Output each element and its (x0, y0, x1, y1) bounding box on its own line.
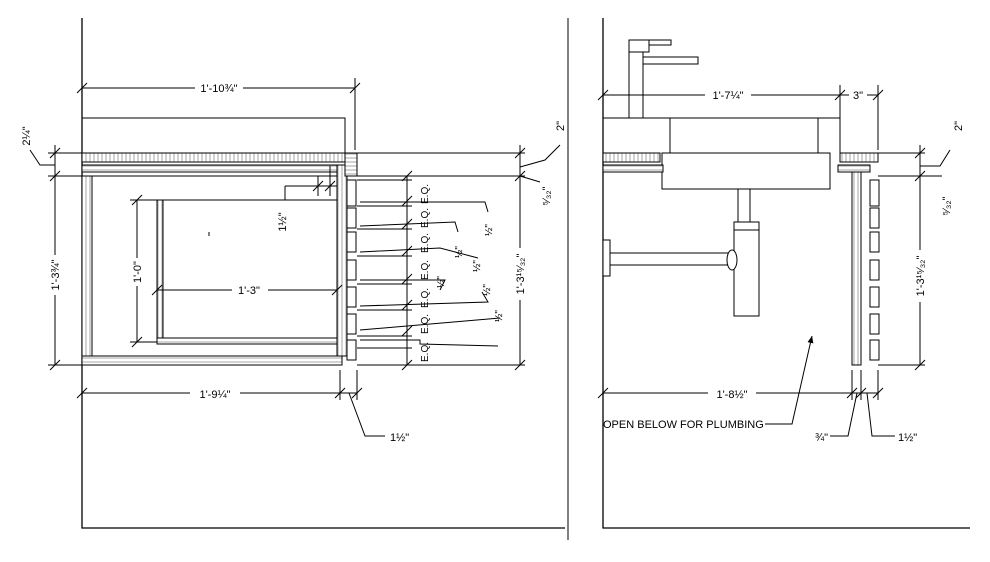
right-frame-line (602, 18, 970, 529)
half-label: ½" (494, 310, 505, 322)
left-view (29, 18, 569, 540)
half-label: ½" (436, 276, 447, 288)
right-view (597, 18, 970, 529)
left-bottom-band (81, 355, 343, 366)
eq-label: E.Q. (420, 260, 431, 280)
left-top-thickness-dim: 2¼" (21, 126, 33, 145)
right-top-right-dim: 3" (853, 90, 863, 102)
right-top-thickness-dim: 2" (953, 121, 965, 131)
left-inner-box (156, 199, 338, 343)
right-top-width-dim: 1'-7¼" (712, 90, 743, 102)
plumbing-note: OPEN BELOW FOR PLUMBING (603, 419, 764, 431)
left-inner-height-dim: 1'-0" (132, 261, 144, 283)
right-one-half-dim: 1½" (898, 432, 917, 444)
left-slat-gap-dim: 1½" (390, 432, 409, 444)
eq-labels: E.Q. E.Q. E.Q. E.Q. E.Q. E.Q. E.Q. (420, 184, 431, 362)
eq-label: E.Q. (420, 342, 431, 362)
left-slats (346, 179, 357, 361)
left-right-height-dim: 1'-3¹⁵⁄₃₂" (515, 254, 527, 295)
faucet (628, 39, 699, 119)
eq-label: E.Q. (420, 184, 431, 204)
right-height-dim: 1'-3¹⁵⁄₃₂" (915, 256, 927, 297)
left-height-dim: 1'-3¾" (50, 259, 62, 290)
sink-drain-trap (602, 188, 760, 317)
half-label: ½" (484, 224, 495, 236)
left-right-small-dim: ⁵⁄₃₂" (541, 186, 553, 205)
sink-top-outline (603, 117, 671, 153)
right-three-quarter-dim: ¾" (815, 432, 828, 444)
right-post (851, 171, 862, 366)
half-label: ½" (454, 246, 465, 258)
half-label: ½" (472, 260, 483, 272)
half-inch-labels: ½" ½" ½" ½" ½" ½" (436, 224, 505, 322)
eq-label: E.Q. (420, 233, 431, 253)
left-top-width-dim: 1'-10¾" (200, 83, 237, 95)
sink-basin (661, 152, 831, 190)
left-inner-width-dim: 1'-3" (238, 285, 260, 297)
right-bottom-width-dim: 1'-8½" (716, 389, 747, 401)
half-label: ½" (482, 284, 493, 296)
eq-label: E.Q. (420, 288, 431, 308)
plumbing-leader (765, 335, 814, 425)
eq-label: E.Q. (420, 314, 431, 334)
left-top-band (81, 152, 356, 163)
left-right-post (336, 164, 348, 357)
eq-label: E.Q. (420, 208, 431, 228)
left-side-panel (81, 175, 93, 357)
right-slats (869, 179, 880, 361)
left-top-right-dim: 2" (555, 121, 567, 131)
left-inner-offset-dim: 1½" (277, 212, 289, 231)
right-small-dim: ⁵⁄₃₂" (941, 196, 953, 215)
left-bottom-width-dim: 1'-9¼" (199, 389, 230, 401)
left-frame-line (81, 18, 565, 529)
